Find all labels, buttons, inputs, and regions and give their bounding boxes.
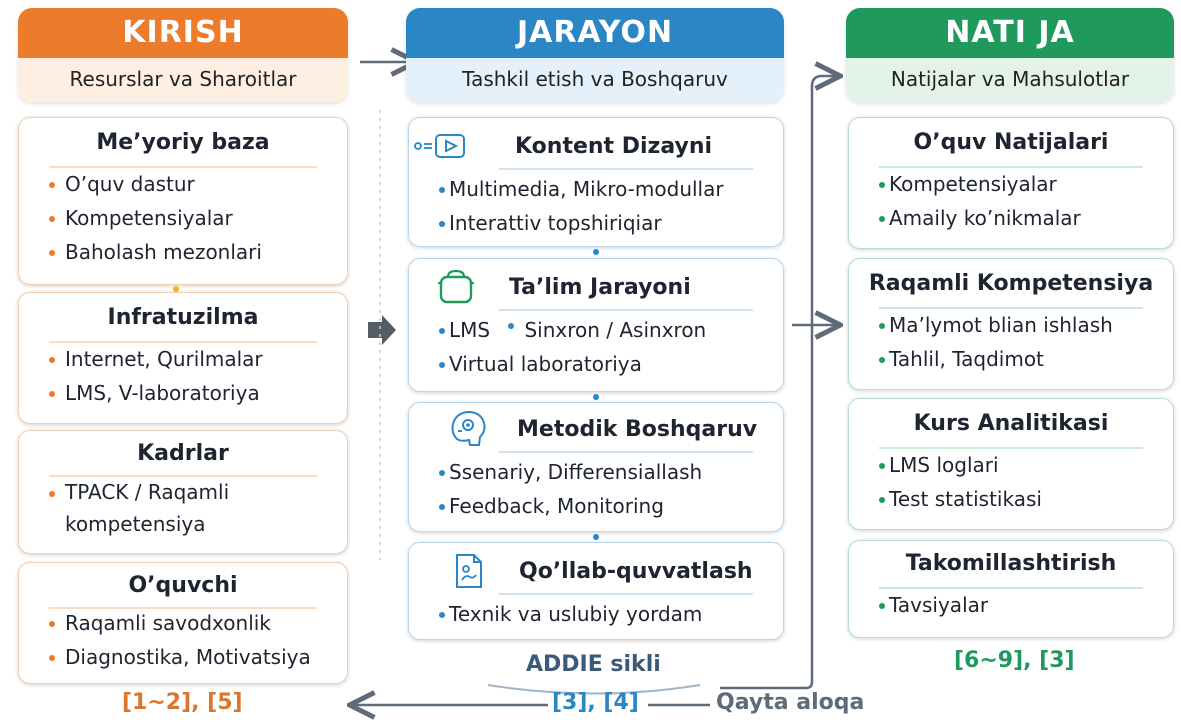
addie-arc bbox=[487, 684, 701, 695]
list-item: Kompetensiyalar bbox=[849, 167, 1173, 201]
list-item: Interattiv topshiriqiar bbox=[409, 206, 783, 240]
list-item: Multimedia, Mikro-modullar bbox=[409, 172, 783, 206]
card-title: Kadrlar bbox=[137, 441, 229, 466]
card-title: Kontent Dizayni bbox=[515, 133, 713, 159]
feedback-label: Qayta aloqa bbox=[716, 690, 865, 715]
kirish-subtitle: Resurslar va Sharoitlar bbox=[18, 58, 348, 102]
head-gear-icon bbox=[447, 410, 491, 447]
list-item: Ssenariy, Differensiallash bbox=[409, 455, 783, 489]
column-natija: NATI JA Natijalar va Mahsulotlar bbox=[846, 8, 1174, 102]
list-item: Texnik va uslubiy yordam bbox=[409, 597, 783, 631]
card-kadrlar: Kadrlar TPACK / Raqamli kompetensiya bbox=[18, 430, 348, 554]
card-infratuzilma: Infratuzilma Internet, Qurilmalar LMS, V… bbox=[18, 292, 348, 424]
card-kurs-analitikasi: Kurs Analitikasi LMS loglari Test statis… bbox=[848, 398, 1174, 530]
card-takomillashtirish: Takomillashtirish Tavsiyalar bbox=[848, 540, 1174, 638]
jarayon-references: [3], [4] bbox=[552, 690, 639, 715]
list-item: O’quv dastur bbox=[19, 167, 347, 201]
card-kontent-dizayni: Kontent Dizayni Multimedia, Mikro-modull… bbox=[408, 117, 784, 247]
card-title: Takomillashtirish bbox=[905, 551, 1117, 576]
card-title: Raqamli Kompetensiya bbox=[868, 271, 1154, 296]
card-title: Me’yoriy baza bbox=[96, 130, 270, 155]
card-meyoriy-baza: Me’yoriy baza O’quv dastur Kompetensiyal… bbox=[18, 117, 348, 285]
document-icon bbox=[449, 553, 489, 589]
list-item: Test statistikasi bbox=[849, 482, 1173, 516]
list-item: TPACK / Raqamli kompetensiya bbox=[19, 476, 287, 540]
feedback-loop-up bbox=[720, 76, 838, 690]
card-title: Infratuzilma bbox=[107, 305, 259, 330]
kirish-header: KIRISH Resurslar va Sharoitlar bbox=[18, 8, 348, 102]
jarayon-title: JARAYON bbox=[406, 8, 784, 58]
natija-subtitle: Natijalar va Mahsulotlar bbox=[846, 58, 1174, 102]
list-item: Internet, Qurilmalar bbox=[19, 342, 347, 376]
list-item: LMS, V-laboratoriya bbox=[19, 376, 347, 410]
card-title: O’quvchi bbox=[128, 573, 238, 598]
list-item: Diagnostika, Motivatsiya bbox=[19, 640, 347, 674]
column-jarayon: JARAYON Tashkil etish va Boshqaruv bbox=[406, 8, 784, 102]
jarayon-subtitle: Tashkil etish va Boshqaruv bbox=[406, 58, 784, 102]
list-item: Raqamli savodxonlik bbox=[19, 606, 347, 640]
card-raqamli-kompetensiya: Raqamli Kompetensiya Ma’lymot blian ishl… bbox=[848, 258, 1174, 390]
natija-title: NATI JA bbox=[846, 8, 1174, 58]
card-qollab-quvvatlash: Qo’llab-quvvatlash Texnik va uslubiy yor… bbox=[408, 542, 784, 640]
jarayon-header: JARAYON Tashkil etish va Boshqaruv bbox=[406, 8, 784, 102]
card-talim-jarayoni: Ta’lim Jarayoni LMS Sinxron / Asinxron V… bbox=[408, 258, 784, 392]
card-metodik-boshqaruv: Metodik Boshqaruv Ssenariy, Differensial… bbox=[408, 402, 784, 532]
list-item: Tahlil, Taqdimot bbox=[849, 342, 1173, 376]
card-title: Ta’lim Jarayoni bbox=[509, 274, 691, 300]
addie-cycle-label: ADDIE sikli bbox=[526, 652, 661, 677]
list-item: Kompetensiyalar bbox=[19, 201, 347, 235]
list-item: Baholash mezonlari bbox=[19, 235, 347, 269]
inline-item-sinxron: Sinxron / Asinxron bbox=[508, 318, 706, 342]
list-item: Feedback, Monitoring bbox=[409, 489, 783, 523]
card-oquv-natijalari: O’quv Natijalari Kompetensiyalar Amaily … bbox=[848, 117, 1174, 249]
column-kirish: KIRISH Resurslar va Sharoitlar bbox=[18, 8, 348, 102]
natija-references: [6~9], [3] bbox=[954, 648, 1075, 673]
kirish-references: [1~2], [5] bbox=[122, 690, 243, 715]
list-item: Amaily ko’nikmalar bbox=[849, 201, 1173, 235]
card-title: Qo’llab-quvvatlash bbox=[519, 558, 753, 584]
list-item: Tavsiyalar bbox=[849, 588, 1173, 622]
inline-item-lms: LMS bbox=[449, 318, 491, 342]
list-item: Ma’lymot blian ishlash bbox=[849, 308, 1173, 342]
bag-icon bbox=[431, 269, 481, 305]
natija-header: NATI JA Natijalar va Mahsulotlar bbox=[846, 8, 1174, 102]
list-item: Virtual laboratoriya bbox=[409, 347, 783, 381]
kirish-title: KIRISH bbox=[18, 8, 348, 58]
card-title: O’quv Natijalari bbox=[913, 130, 1109, 155]
arrow-resources-process bbox=[368, 315, 396, 345]
card-oquvchi: O’quvchi Raqamli savodxonlik Diagnostika… bbox=[18, 562, 348, 684]
list-item: LMS loglari bbox=[849, 448, 1173, 482]
card-title: Kurs Analitikasi bbox=[913, 411, 1109, 436]
card-title: Metodik Boshqaruv bbox=[517, 416, 758, 442]
video-icon bbox=[409, 128, 473, 164]
